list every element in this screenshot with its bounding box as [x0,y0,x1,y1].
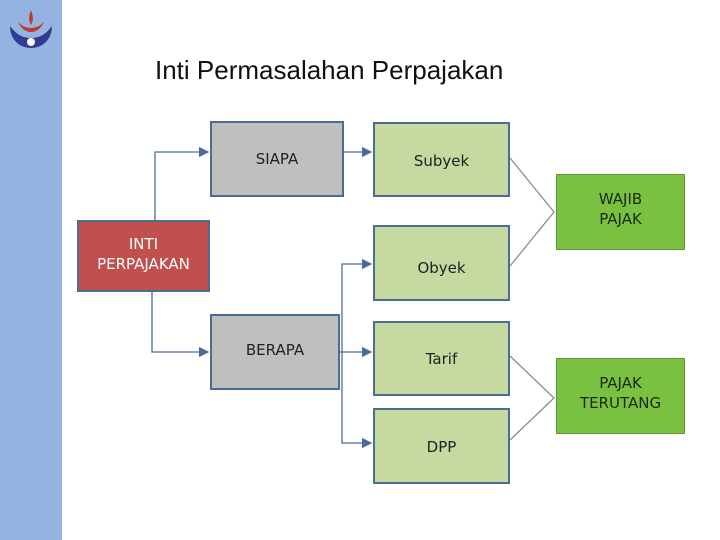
page-title: Inti Permasalahan Perpajakan [155,55,504,85]
node-siapa: SIAPA [210,121,344,197]
connector-inti-siapa [154,146,210,220]
bracket-pajak-terutang [509,355,555,441]
bracket-wajib-pajak [509,157,555,267]
node-wajib-pajak: WAJIB PAJAK [556,174,685,250]
connector-berapa-obyek [340,258,373,353]
node-pajak-terutang: PAJAK TERUTANG [556,358,685,434]
sidebar-band [0,0,62,540]
node-berapa: BERAPA [210,314,340,390]
node-inti-perpajakan: INTI PERPAJAKAN [77,220,210,292]
node-subyek: Subyek [373,122,510,197]
node-pajak-terutang-label: PAJAK TERUTANG [579,374,662,412]
node-wajib-pajak-label: WAJIB PAJAK [598,190,643,228]
node-tarif: Tarif [373,321,510,396]
node-dpp: DPP [373,408,510,484]
connector-inti-berapa [151,292,210,358]
node-subyek-label: Subyek [413,152,470,170]
node-obyek-label: Obyek [417,259,466,277]
emblem-logo-icon [10,10,52,48]
connector-berapa-dpp [341,352,373,449]
node-tarif-label: Tarif [425,350,458,368]
node-siapa-label: SIAPA [255,150,299,168]
node-berapa-label: BERAPA [245,341,305,359]
node-obyek: Obyek [373,225,510,301]
node-inti-perpajakan-label: INTI PERPAJAKAN [97,235,190,273]
node-dpp-label: DPP [426,438,457,456]
